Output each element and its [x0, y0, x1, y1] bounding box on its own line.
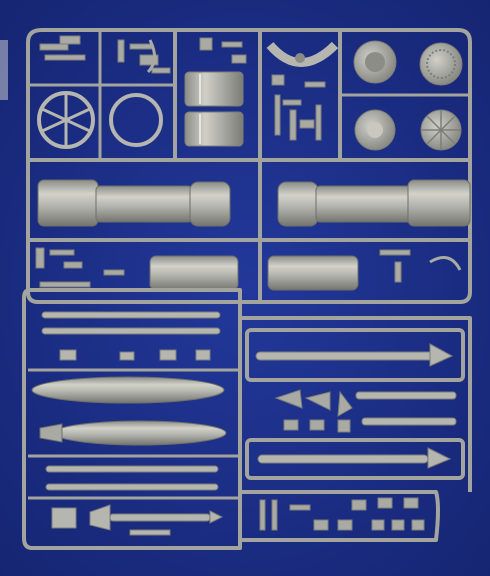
small-parts-row: [35, 247, 462, 288]
fan-discs: [353, 40, 463, 151]
fuel-tank-lower: [39, 420, 227, 446]
fins-right: [259, 389, 425, 531]
ring-part: [109, 93, 163, 147]
fuel-tank-upper: [31, 376, 225, 404]
lower-sprue-frame: [22, 288, 472, 550]
missile-rods-bottom: [45, 465, 224, 536]
spoked-ring-part: [37, 91, 95, 149]
small-parts-center: [271, 74, 326, 141]
arc-part: [266, 41, 339, 67]
edge-highlight: [0, 40, 8, 100]
missiles-right: [255, 343, 457, 469]
intake-halves: [184, 71, 244, 147]
upper-sprue-frame: [26, 28, 472, 304]
nozzle-parts: [149, 255, 359, 291]
engine-half-right: [277, 179, 471, 227]
small-parts-top-left: [39, 35, 247, 74]
engine-half-left: [37, 179, 231, 227]
missile-rods-top: [41, 311, 221, 361]
